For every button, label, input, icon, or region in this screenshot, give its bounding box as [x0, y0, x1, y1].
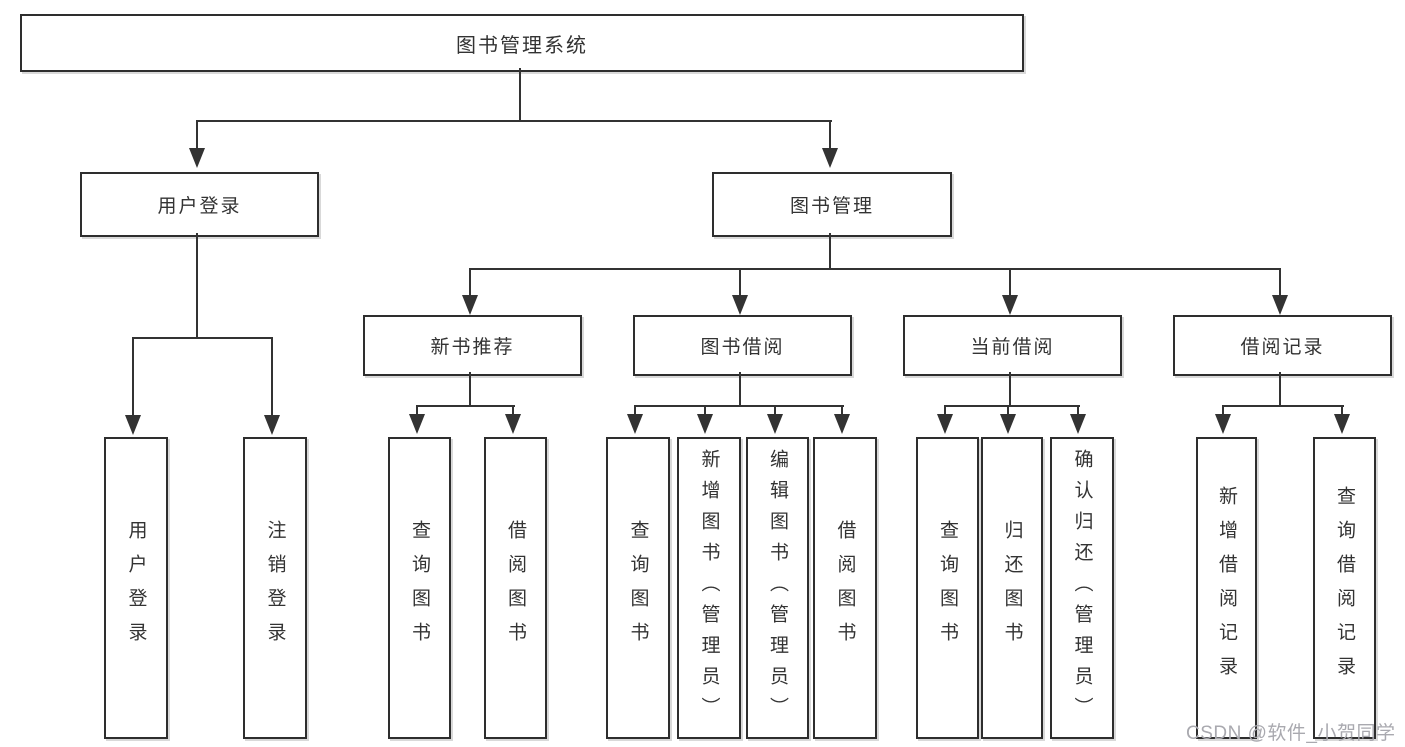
connector-line	[704, 405, 706, 416]
arrow-down-icon	[822, 148, 838, 168]
arrow-down-icon	[264, 415, 280, 435]
connector-line	[739, 268, 741, 295]
arrow-down-icon	[937, 414, 953, 434]
connector-line	[1279, 268, 1281, 295]
watermark: CSDN @软件_小贺同学	[1186, 723, 1396, 744]
arrow-down-icon	[834, 414, 850, 434]
leaf-records-query-record: 查询借阅记录	[1313, 437, 1376, 739]
leaf-user-login: 用户登录	[104, 437, 168, 739]
leaf-borrowing-edit-books-admin: 编辑图书（管理员）	[746, 437, 809, 739]
arrow-down-icon	[505, 414, 521, 434]
arrow-down-icon	[767, 414, 783, 434]
leaf-current-query-books: 查询图书	[916, 437, 979, 739]
arrow-down-icon	[462, 295, 478, 315]
connector-line	[512, 405, 514, 416]
connector-line	[1007, 405, 1009, 416]
arrow-down-icon	[1002, 295, 1018, 315]
arrow-down-icon	[125, 415, 141, 435]
connector-line	[132, 337, 134, 415]
leaf-current-confirm-return-admin: 确认归还（管理员）	[1050, 437, 1114, 739]
connector-line	[634, 405, 844, 407]
connector-line	[774, 405, 776, 416]
node-book-management: 图书管理	[712, 172, 952, 237]
connector-line	[829, 120, 831, 150]
arrow-down-icon	[409, 414, 425, 434]
node-borrowing-records: 借阅记录	[1173, 315, 1392, 376]
node-current-borrowing: 当前借阅	[903, 315, 1122, 376]
connector-line	[1222, 405, 1224, 416]
node-new-book-recommend: 新书推荐	[363, 315, 582, 376]
arrow-down-icon	[1272, 295, 1288, 315]
connector-line	[196, 233, 198, 337]
leaf-recommend-borrow-books: 借阅图书	[484, 437, 547, 739]
arrow-down-icon	[732, 295, 748, 315]
connector-line	[469, 372, 471, 405]
connector-line	[634, 405, 636, 416]
arrow-down-icon	[189, 148, 205, 168]
leaf-borrowing-add-books-admin: 新增图书（管理员）	[677, 437, 741, 739]
leaf-borrowing-query-books: 查询图书	[606, 437, 670, 739]
connector-line	[829, 233, 831, 268]
arrow-down-icon	[627, 414, 643, 434]
arrow-down-icon	[1070, 414, 1086, 434]
arrow-down-icon	[1000, 414, 1016, 434]
connector-line	[196, 120, 198, 150]
connector-line	[469, 268, 471, 295]
connector-line	[271, 337, 273, 415]
arrow-down-icon	[1215, 414, 1231, 434]
connector-line	[1341, 405, 1343, 416]
node-book-borrowing: 图书借阅	[633, 315, 852, 376]
connector-line	[1222, 405, 1344, 407]
leaf-records-add-record: 新增借阅记录	[1196, 437, 1257, 739]
connector-line	[416, 405, 418, 416]
leaf-logout: 注销登录	[243, 437, 307, 739]
connector-line	[841, 405, 843, 416]
arrow-down-icon	[1334, 414, 1350, 434]
connector-line	[1009, 372, 1011, 405]
connector-line	[944, 405, 1080, 407]
connector-line	[132, 337, 273, 339]
connector-line	[1077, 405, 1079, 416]
node-user-login: 用户登录	[80, 172, 319, 237]
connector-line	[739, 372, 741, 405]
connector-line	[1009, 268, 1011, 295]
leaf-borrowing-borrow-books: 借阅图书	[813, 437, 877, 739]
connector-line	[944, 405, 946, 416]
arrow-down-icon	[697, 414, 713, 434]
node-library-system: 图书管理系统	[20, 14, 1024, 72]
leaf-recommend-query-books: 查询图书	[388, 437, 451, 739]
connector-line	[196, 120, 832, 122]
leaf-current-return-books: 归还图书	[981, 437, 1043, 739]
connector-line	[519, 68, 521, 122]
connector-line	[469, 268, 1281, 270]
connector-line	[1279, 372, 1281, 405]
connector-line	[416, 405, 515, 407]
